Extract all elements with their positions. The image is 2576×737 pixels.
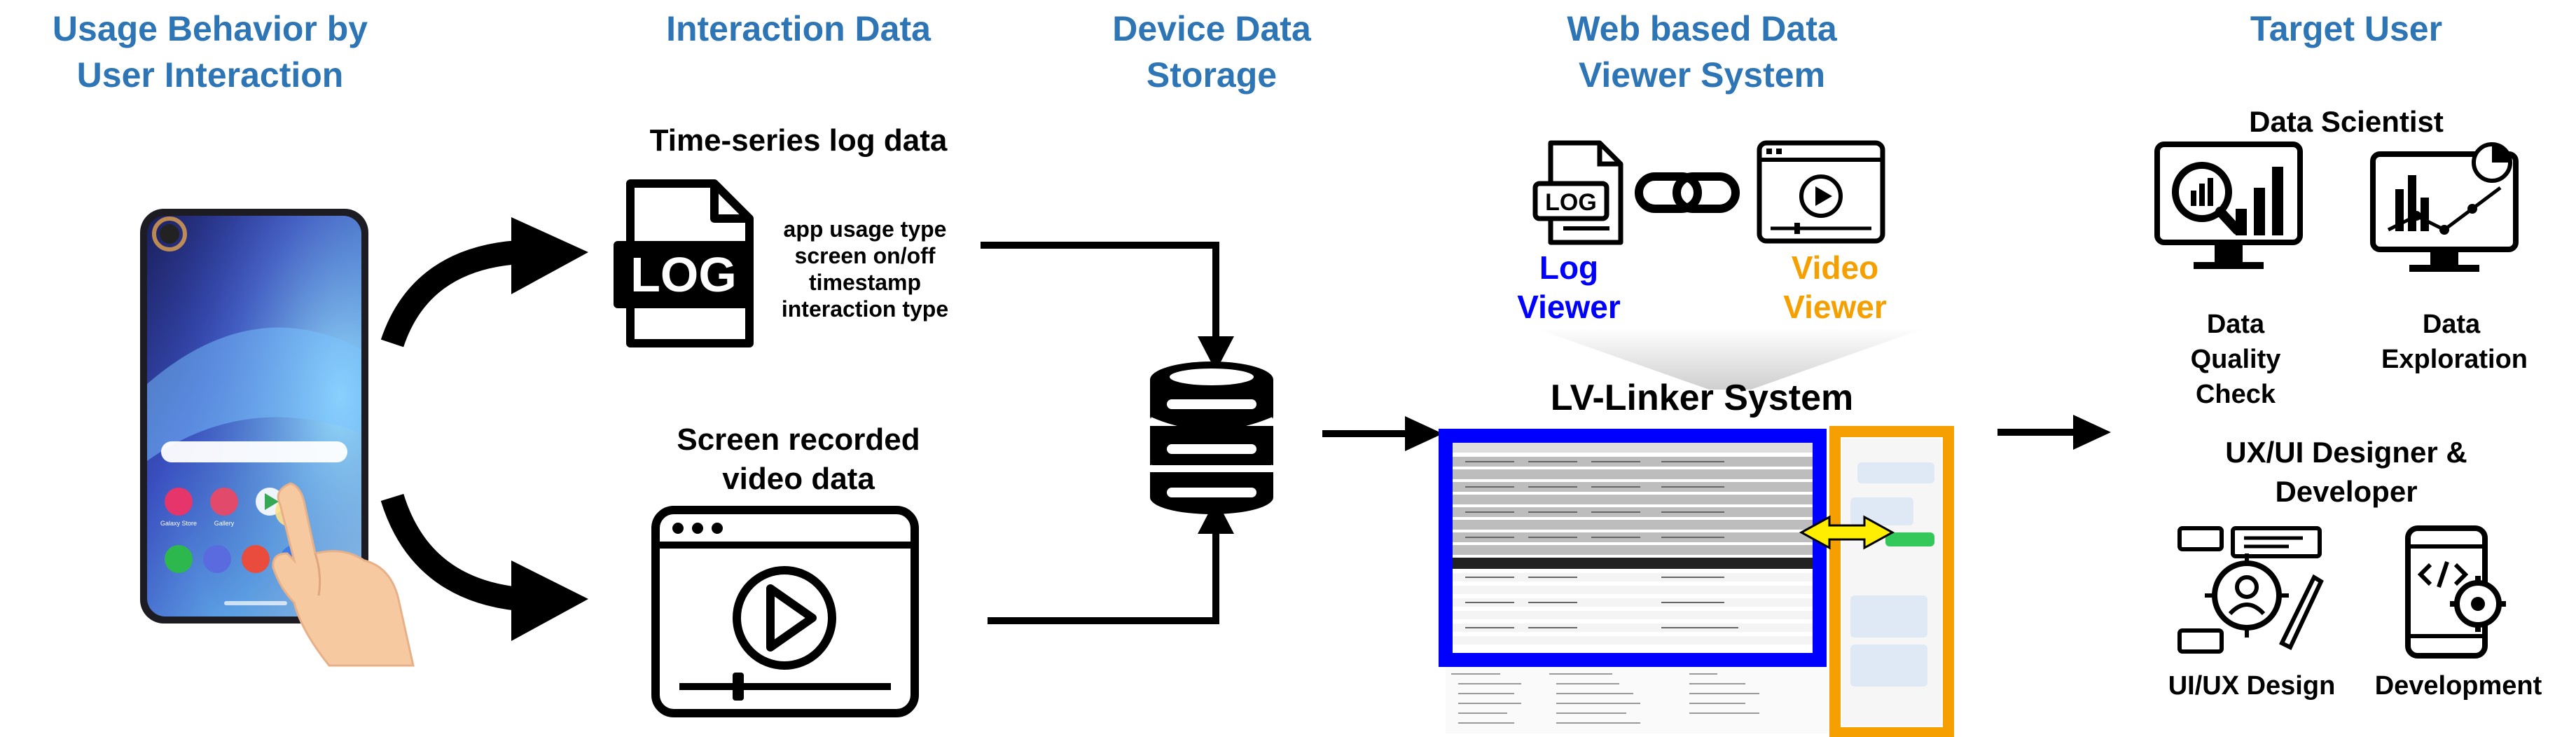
header-usage-behavior: Usage Behavior by User Interaction [52, 9, 368, 95]
screen-recorded-title: Screen recorded video data [677, 422, 920, 496]
development-icon [2402, 525, 2507, 659]
video-player-icon [651, 506, 919, 717]
uiux-design-icon [2177, 525, 2324, 659]
arrow-viewer-to-target [1997, 415, 2117, 450]
header-web-viewer: Web based Data Viewer System [1567, 9, 1837, 95]
timeseries-log-title: Time-series log data [649, 123, 948, 158]
header-device-storage: Device Data Storage [1112, 9, 1311, 95]
viewer-merge-funnel [1534, 328, 1926, 391]
svg-text:LOG: LOG [630, 247, 737, 302]
development-label: Development [2374, 671, 2542, 701]
connector-video-to-storage [988, 499, 1247, 631]
app-label-galaxy-store: Galaxy Store [160, 520, 197, 527]
svg-text:LOG: LOG [1545, 189, 1597, 216]
uxui-designer-label: UX/UI Designer & Developer [2225, 436, 2467, 508]
app-label-gallery: Gallery [214, 520, 235, 527]
data-scientist-label: Data Scientist [2249, 105, 2444, 138]
arrow-storage-to-viewer [1322, 416, 1448, 451]
data-exploration-icon [2367, 139, 2521, 279]
data-quality-label: Data Quality Check [2190, 310, 2281, 409]
log-viewer-label: Log Viewer [1517, 249, 1621, 325]
curved-arrow-to-log [378, 203, 602, 357]
log-fields-list: app usage type screen on/off timestamp i… [781, 216, 949, 322]
database-icon [1142, 356, 1282, 517]
header-target-user: Target User [2250, 9, 2443, 48]
uiux-design-label: UI/UX Design [2168, 671, 2336, 701]
hand-touch-illustration [252, 462, 420, 673]
data-exploration-label: Data Exploration [2381, 310, 2528, 374]
lv-linker-screenshot [1437, 426, 1955, 737]
lv-linker-title: LV-Linker System [1550, 378, 1854, 418]
viewer-log-icon: LOG [1532, 140, 1623, 245]
video-viewer-label: Video Viewer [1783, 249, 1887, 325]
connector-log-to-storage [981, 238, 1247, 378]
data-quality-icon [2152, 139, 2306, 279]
viewer-video-icon [1757, 140, 1885, 244]
header-interaction-data: Interaction Data [666, 9, 931, 48]
log-file-icon: LOG [609, 179, 763, 347]
curved-arrow-to-video [378, 483, 602, 652]
link-chain-icon [1635, 168, 1740, 217]
